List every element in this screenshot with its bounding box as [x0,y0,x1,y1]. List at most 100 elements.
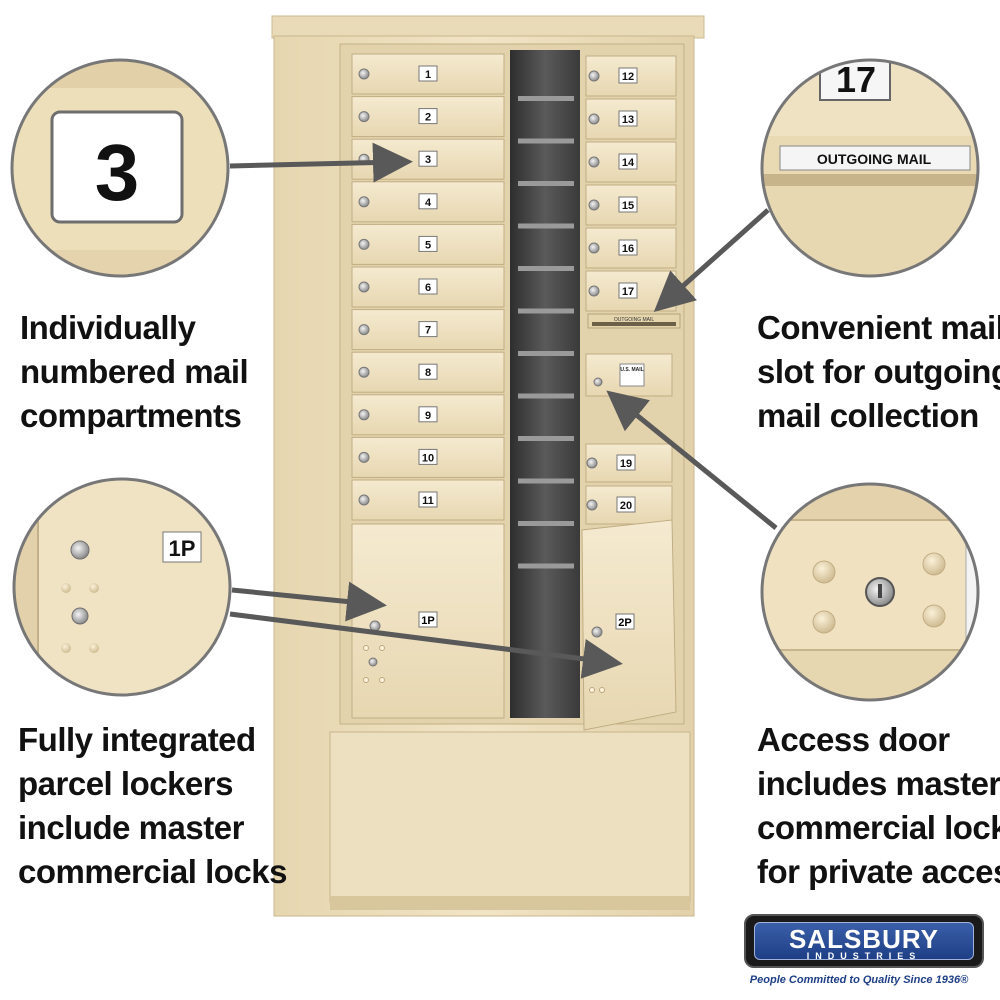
parcel-2P-lock-icon [591,626,603,638]
zoom-circle-outgoing: 17 OUTGOING MAIL [760,58,980,278]
brand-name: SALSBURY [788,924,940,954]
caption-line: compartments [20,397,242,434]
mail-compartment-19[interactable]: 19 [585,443,673,483]
usmail-plate [619,363,645,387]
interior-shelf [518,351,574,356]
compartment-number: 4 [425,197,432,209]
mail-compartment-1[interactable]: 1 [351,53,505,95]
caption-line: Convenient mail [757,309,1000,346]
compartment-lock-icon [358,451,370,463]
mail-compartment-16[interactable]: 16 [585,227,677,269]
compartment-number: 6 [425,282,431,294]
mail-compartment-2[interactable]: 2 [351,96,505,138]
zoom-circle-access-lock [760,482,980,702]
compartment-number: 2 [425,112,431,124]
mail-compartment-17[interactable]: 17 [585,270,677,312]
interior-shelf [518,181,574,186]
interior-shelf [518,563,574,569]
compartment-number: 1 [425,69,431,81]
caption-line: mail collection [757,397,979,434]
compartment-number: 10 [422,452,434,464]
caption-numbered-compartments: Individually numbered mail compartments [20,306,249,438]
caption-line: for private access [757,853,1000,890]
callout-arrows [229,142,778,679]
mail-compartment-14[interactable]: 14 [585,141,677,183]
interior-shelf [518,223,574,229]
caption-line: Individually [20,309,196,346]
compartment-number: 15 [622,200,634,212]
compartment-number: 7 [425,325,431,337]
interior-shelf [518,393,574,399]
caption-access-door: Access door includes master commercial l… [757,718,1000,894]
compartment-number: 11 [422,495,434,507]
compartment-number: 14 [622,157,635,169]
caption-line: include master [18,809,244,846]
access-door[interactable]: U.S. MAIL [585,353,673,397]
compartment-lock-icon [358,238,370,250]
mail-compartment-7[interactable]: 7 [351,309,505,351]
mail-compartment-10[interactable]: 10 [351,436,505,478]
compartment-lock-icon [358,196,370,208]
compartment-lock-icon [588,70,600,82]
compartment-number: 17 [622,286,634,298]
open-cabinet-interior [510,50,580,718]
outgoing-slot-label: OUTGOING MAIL [614,317,655,323]
mail-compartment-20[interactable]: 20 [585,485,673,525]
brand-tagline: People Committed to Quality Since 1936® [749,974,969,986]
arrow-to-parcel-2P [229,611,623,679]
interior-shelf [518,521,574,526]
caption-line: Access door [757,721,950,758]
compartment-lock-icon [588,285,600,297]
zoom-number: 3 [95,128,140,217]
interior-shelf [518,436,574,441]
compartment-lock-icon [588,242,600,254]
mail-compartment-11[interactable]: 11 [351,479,505,521]
compartment-number: 8 [425,367,431,379]
outgoing-mail-slot[interactable]: OUTGOING MAIL [587,313,681,329]
mail-compartment-13[interactable]: 13 [585,98,677,140]
parcel-locker-1P[interactable]: 1P [351,523,505,719]
left-compartment-column: 1 2 3 4 5 6 7 8 9 10 11 [351,53,505,521]
compartment-number: 16 [622,243,634,255]
compartment-lock-icon [588,156,600,168]
zoom-outgoing-label: OUTGOING MAIL [817,151,932,167]
caption-line: commercial lock [757,809,1000,846]
compartment-number: 5 [425,239,431,251]
pedestal-base [329,731,691,903]
zoom-parcel-label: 1P [169,536,196,561]
interior-shelf [518,96,574,101]
compartment-lock-icon [358,409,370,421]
caption-parcel-lockers: Fully integrated parcel lockers include … [18,718,288,894]
caption-line: slot for outgoing [757,353,1000,390]
logo-badge: SALSBURY INDUSTRIES [754,922,974,961]
mail-compartment-15[interactable]: 15 [585,184,677,226]
mail-compartment-4[interactable]: 4 [351,181,505,223]
zoom-outgoing-number: 17 [836,59,876,100]
parcel-locker-2P[interactable]: 2P [581,519,677,731]
compartment-lock-icon [358,281,370,293]
parcel-1P-number: 1P [421,615,434,627]
compartment-lock-icon [358,494,370,506]
interior-shelf [518,308,574,314]
mail-compartment-3[interactable]: 3 [351,138,505,180]
mail-compartment-5[interactable]: 5 [351,223,505,265]
compartment-lock-icon [358,68,370,80]
compartment-number: 12 [622,71,634,83]
access-door-lock-icon [593,377,603,387]
caption-line: commercial locks [18,853,288,890]
caption-line: Fully integrated [18,721,256,758]
usmail-label: U.S. MAIL [620,367,643,373]
mail-compartment-6[interactable]: 6 [351,266,505,308]
arrow-to-compartment [229,142,413,183]
arrow-to-access-door [606,390,778,530]
compartment-number: 9 [425,410,431,422]
caption-outgoing-mail: Convenient mail slot for outgoing mail c… [757,306,1000,438]
mail-compartment-8[interactable]: 8 [351,351,505,393]
arrow-to-parcel-1P [231,581,387,622]
zoom-circle-parcel: 1P [12,477,232,697]
compartment-number: 20 [620,500,632,512]
mail-compartment-9[interactable]: 9 [351,394,505,436]
mail-compartment-12[interactable]: 12 [585,55,677,97]
parcel-2P-number: 2P [618,617,631,629]
